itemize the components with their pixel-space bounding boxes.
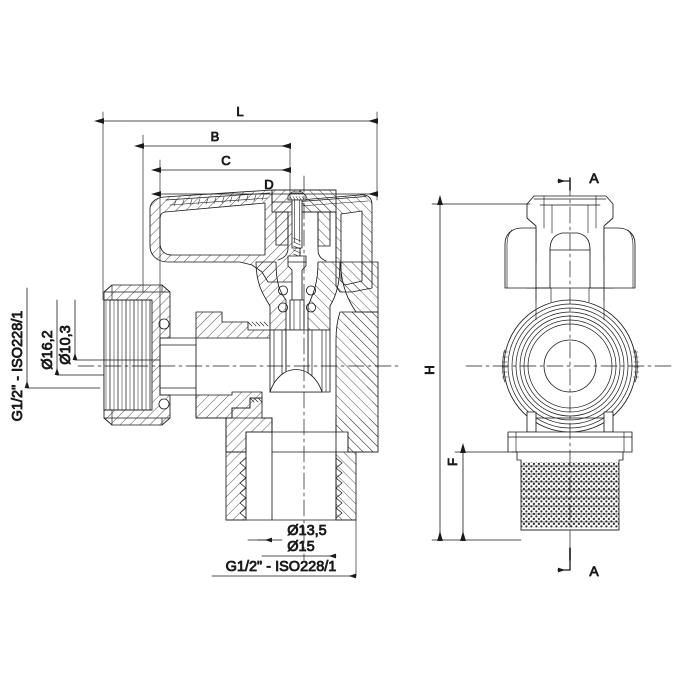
section-label-a-bottom: A — [589, 563, 599, 579]
dimension-C: C — [151, 153, 291, 173]
centerlines-left-view — [77, 175, 399, 561]
inlet-thread-label: G1/2" - ISO228/1 — [10, 311, 26, 422]
section-label-a-top: A — [589, 170, 599, 186]
inlet-thread-annotation: G1/2" - ISO228/1 — [10, 287, 101, 422]
inlet-swivel-nut — [103, 284, 171, 426]
dimension-d16-label: Ø16,2 — [40, 330, 56, 370]
dimension-D-label: D — [264, 177, 273, 192]
dimension-d10: Ø10,3 — [58, 299, 161, 365]
centerlines-right-view — [465, 179, 673, 563]
dimension-d13-label: Ø13,5 — [287, 523, 327, 539]
section-marker-a-bottom: A — [557, 547, 600, 579]
dimension-d15: Ø15 — [261, 539, 337, 559]
dimension-D: D — [151, 177, 378, 197]
extension-lines-top — [102, 111, 378, 339]
dimension-d13: Ø13,5 — [247, 523, 327, 543]
outlet-thread-label: G1/2" - ISO228/1 — [226, 559, 337, 575]
outlet-thread-annotation: G1/2" - ISO228/1 — [211, 519, 357, 579]
dimension-B: B — [134, 129, 291, 149]
dimension-H-label: H — [422, 365, 437, 374]
right-front-view — [465, 179, 673, 563]
dimension-d15-label: Ø15 — [287, 539, 314, 555]
dimension-F: F — [445, 443, 509, 541]
dimension-d16: Ø16,2 — [40, 299, 105, 376]
handle-front-profile — [504, 195, 636, 303]
dimension-L-label: L — [236, 104, 243, 119]
dimension-C-label: C — [221, 153, 230, 168]
dimension-d10-label: Ø10,3 — [58, 325, 74, 365]
section-marker-a-top: A — [557, 170, 600, 191]
dimension-B-label: B — [211, 129, 220, 144]
left-section-view — [77, 175, 399, 561]
dimension-F-label: F — [445, 458, 460, 466]
dimension-H: H — [422, 195, 531, 541]
dimension-L: L — [94, 104, 378, 124]
